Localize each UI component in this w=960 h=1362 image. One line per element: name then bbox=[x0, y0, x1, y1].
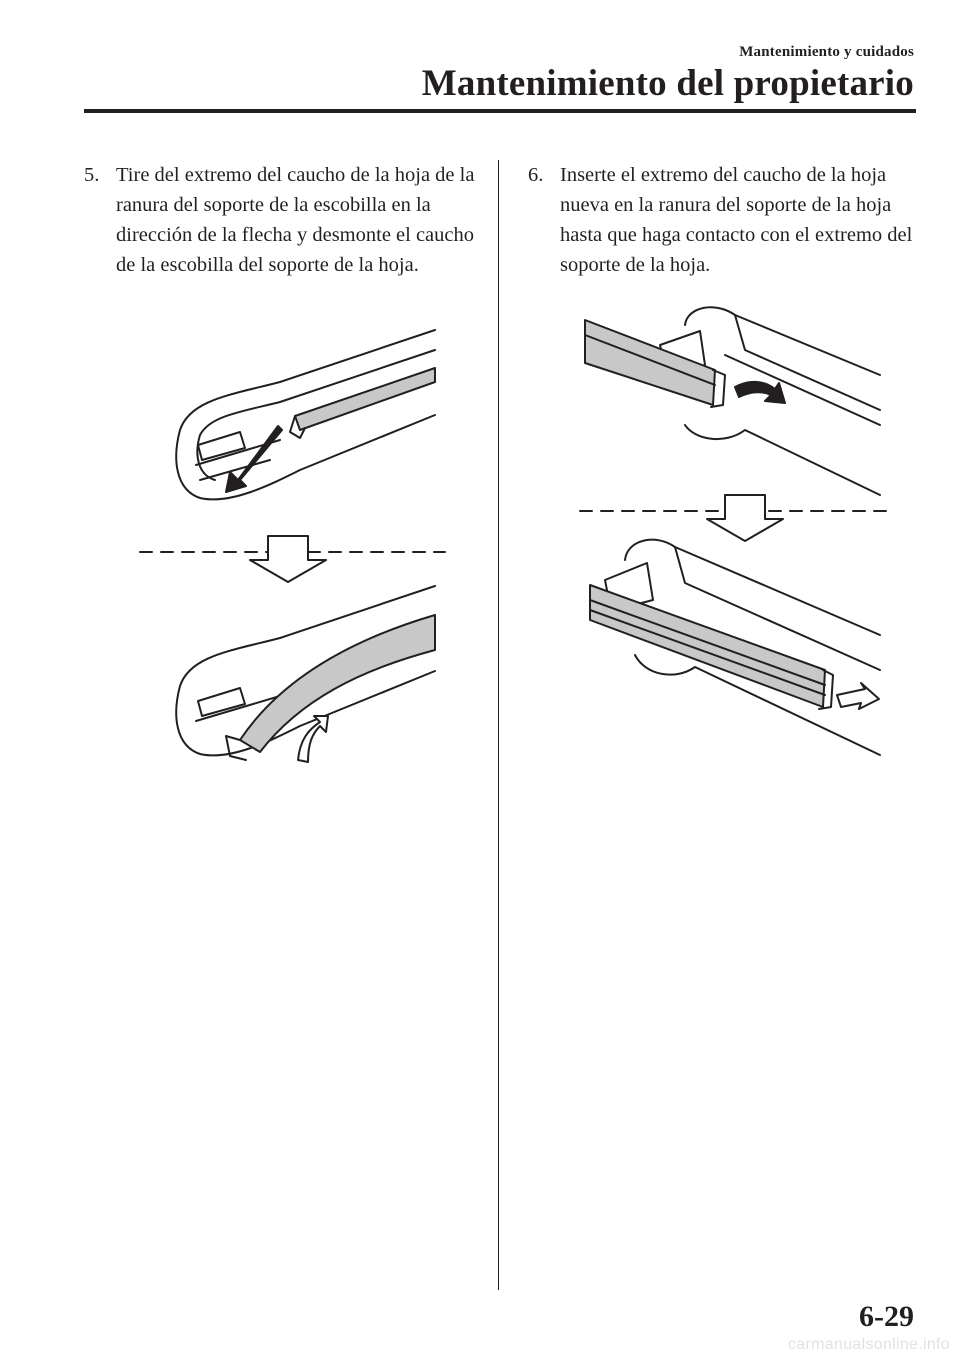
figure-remove-rubber bbox=[139, 329, 446, 763]
step-6-text: Inserte el extremo del caucho de la hoja… bbox=[560, 164, 913, 276]
watermark: carmanualsonline.info bbox=[788, 1336, 950, 1353]
section-subtitle: Mantenimiento y cuidados bbox=[739, 44, 914, 60]
step-5-number: 5. bbox=[84, 164, 100, 186]
rubber-strip-lower-right bbox=[589, 584, 834, 710]
step-5-text: Tire del extremo del caucho de la hoja d… bbox=[116, 164, 475, 276]
header-rule bbox=[84, 109, 916, 113]
step-5: 5. Tire del extremo del caucho de la hoj… bbox=[84, 160, 484, 280]
rubber-strip-upper-right bbox=[584, 319, 726, 408]
page-number: 6-29 bbox=[859, 1300, 914, 1333]
push-arrow-icon bbox=[836, 682, 880, 710]
rubber-strip-lower bbox=[225, 614, 436, 761]
section-title: Mantenimiento del propietario bbox=[421, 63, 914, 104]
blade-holder-lower bbox=[175, 585, 436, 757]
step-6-number: 6. bbox=[528, 164, 544, 186]
step-6: 6. Inserte el extremo del caucho de la h… bbox=[528, 160, 918, 280]
curve-arrow-icon bbox=[297, 715, 329, 763]
down-arrow-icon bbox=[249, 535, 327, 583]
rubber-strip-upper bbox=[289, 367, 436, 439]
slide-arrow-icon bbox=[734, 381, 786, 404]
figure-insert-rubber bbox=[579, 306, 894, 756]
down-arrow-icon-right bbox=[706, 494, 784, 542]
pull-arrow-icon bbox=[225, 425, 283, 493]
column-divider bbox=[498, 160, 499, 1290]
